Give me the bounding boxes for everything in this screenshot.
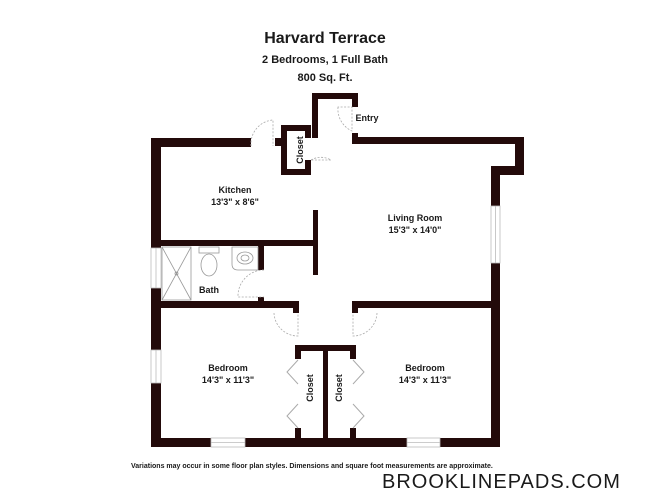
room-label-closet-left: Closet [304,368,316,408]
room-name: Bedroom [208,363,248,373]
plan-area: 800 Sq. Ft. [297,72,353,84]
room-dimensions: 14'3" x 11'3" [398,375,452,385]
plan-title: Harvard Terrace [264,30,386,47]
door-swings [237,106,378,337]
toilet-bowl [200,253,218,277]
walls [151,93,524,447]
room-name: Bedroom [405,363,445,373]
room-name: Closet [334,374,344,402]
room-label-bedroom-right: Bedroom 14'3" x 11'3" [390,362,460,386]
room-name: Bath [199,285,219,295]
sink [231,246,259,271]
shower [161,246,192,301]
room-label-bedroom-left: Bedroom 14'3" x 11'3" [193,362,263,386]
room-name: Entry [355,113,379,123]
room-dimensions: 13'3" x 8'6" [211,197,259,207]
room-label-kitchen: Kitchen 13'3" x 8'6" [200,184,270,208]
brand-logo-text: BROOKLINEPADS.COM [382,471,621,493]
plan-subtitle: 2 Bedrooms, 1 Full Bath [262,54,388,66]
room-label-closet-right: Closet [333,368,345,408]
room-dimensions: 14'3" x 11'3" [201,375,255,385]
room-name: Living Room [387,213,443,223]
room-name: Closet [305,374,315,402]
room-label-closet-entry: Closet [294,130,306,170]
room-name: Closet [295,136,305,164]
room-label-bath: Bath [194,284,224,296]
bifold-doors [286,359,365,429]
room-dimensions: 15'3" x 14'0" [388,225,442,235]
room-name: Kitchen [218,185,252,195]
room-label-entry: Entry [352,112,382,124]
toilet-tank [198,246,220,254]
room-label-living-room: Living Room 15'3" x 14'0" [375,212,455,236]
windows [150,205,501,448]
disclaimer-text: Variations may occur in some floor plan … [131,463,493,470]
bath-fixtures [161,246,259,301]
